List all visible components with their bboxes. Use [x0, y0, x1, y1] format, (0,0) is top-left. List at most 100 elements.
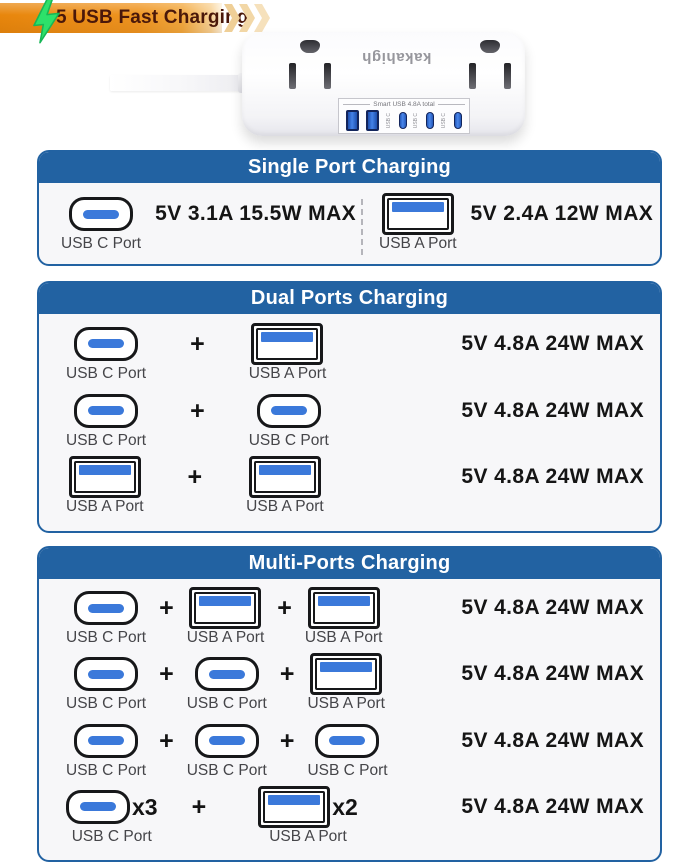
- port-label: USB A Port: [304, 629, 383, 647]
- port-icon-row: [310, 653, 383, 696]
- usb-a-inner: [253, 461, 316, 494]
- plus-sign: +: [187, 463, 203, 492]
- spec-text: 5V 4.8A 24W MAX: [461, 794, 644, 818]
- charging-combo-row: USB A Port + USB A Port 5V 4.8A 24W MAX: [39, 456, 660, 516]
- usb-panel-label-text: Smart USB 4.8A total: [373, 101, 435, 108]
- usb-a-pin: [391, 202, 444, 212]
- usb-c-port-icon: [256, 393, 321, 428]
- spec-text: 5V 4.8A 24W MAX: [461, 596, 644, 620]
- usb-c-port-icon: [194, 723, 259, 758]
- port-cell: USB A Port: [246, 456, 324, 516]
- port-cell: USB C Port: [187, 723, 267, 780]
- port-multiplier: x3: [132, 793, 158, 820]
- port-cell: USB C Port: [187, 657, 267, 713]
- usb-c-port-icon: [69, 197, 134, 231]
- port-icon-row: [307, 587, 380, 630]
- ground-hole: [480, 40, 500, 53]
- usb-a-port-icon: [307, 587, 380, 630]
- plus-sign: +: [277, 594, 292, 623]
- device-usb-a-port: [346, 110, 359, 131]
- device-usb-c-label: USB C: [440, 112, 447, 129]
- plus-sign: +: [191, 792, 207, 821]
- device-usb-c-port: [426, 112, 435, 129]
- device-usb-a-port: [366, 110, 380, 131]
- port-cell: USB A Port: [304, 587, 383, 647]
- port-label: USB C Port: [66, 629, 147, 647]
- usb-a-inner: [194, 592, 257, 625]
- port-cell: USB C Port: [307, 723, 388, 780]
- dashed-divider: [361, 199, 363, 255]
- plus-sign: +: [279, 660, 295, 689]
- lightning-icon: [33, 0, 60, 44]
- port-cell: USB C Port: [248, 393, 329, 450]
- plus-sign: +: [190, 396, 205, 425]
- usb-panel-label: Smart USB 4.8A total: [343, 101, 465, 108]
- port-cell: USB C Port: [66, 723, 147, 780]
- device-usb-c-port: [453, 112, 462, 129]
- device-usb-c-label: USB C: [413, 112, 420, 129]
- port-cell: USB C Port: [66, 657, 146, 713]
- usb-a-port-icon: [381, 193, 454, 235]
- port-label: USB A Port: [186, 629, 265, 647]
- usb-c-pin: [208, 669, 245, 679]
- port-icon-row: [194, 723, 259, 758]
- usb-a-port-icon: [248, 456, 321, 499]
- usb-ports-row: USB C USB C USB C: [339, 108, 469, 131]
- port-label: USB C Port: [248, 431, 329, 449]
- port-label: USB A Port: [307, 695, 385, 713]
- usb-a-port-icon: [68, 456, 141, 499]
- usb-c-pin: [329, 736, 366, 746]
- port-icon-row: [74, 591, 139, 626]
- port-label: USB C Port: [71, 827, 152, 845]
- port-label: USB C Port: [61, 235, 142, 252]
- port-icon-row: [74, 393, 139, 428]
- usb-a-pin: [258, 465, 311, 476]
- outlet-slot: [324, 63, 331, 89]
- ac-outlet: [282, 40, 338, 102]
- usb-a-pin: [320, 662, 373, 673]
- spec-text: 5V 4.8A 24W MAX: [461, 331, 644, 355]
- usb-c-pin: [208, 736, 245, 746]
- device-usb-c-label: USB C: [385, 112, 392, 129]
- device-usb-c-port: [398, 112, 407, 129]
- port-icon-row: [189, 587, 262, 630]
- usb-c-pin: [88, 406, 125, 415]
- usb-a-pin: [261, 331, 314, 342]
- plus-sign: +: [159, 660, 174, 689]
- usb-c-pin: [80, 802, 116, 812]
- port-icon-row: [315, 723, 380, 758]
- plus-sign: +: [159, 594, 174, 623]
- ac-outlet: [462, 40, 518, 102]
- port-label: USB C Port: [307, 761, 388, 779]
- port-label: USB A Port: [248, 364, 327, 382]
- usb-a-pin: [317, 596, 370, 607]
- port-icon-row: x3: [66, 789, 158, 824]
- usb-a-port-icon: [251, 322, 324, 365]
- plus-sign: +: [190, 329, 205, 358]
- usb-a-inner: [315, 658, 378, 691]
- usb-a-pin: [268, 794, 321, 805]
- port-label: USB A Port: [66, 498, 144, 516]
- port-cell: USB A Port: [307, 653, 385, 713]
- outlet-slot: [469, 63, 476, 89]
- port-icon-row: [194, 657, 259, 692]
- usb-c-pin: [270, 406, 307, 415]
- port-cell: USB C Port: [61, 197, 141, 253]
- port-multiplier: x2: [332, 793, 358, 820]
- power-cable: [110, 73, 254, 93]
- usb-c-port-icon: [74, 393, 139, 428]
- usb-a-inner: [256, 327, 319, 360]
- usb-c-port-icon: [74, 723, 139, 758]
- port-icon-row: [74, 657, 139, 692]
- spec-text: 5V 4.8A 24W MAX: [461, 465, 644, 489]
- port-label: USB C Port: [66, 761, 147, 779]
